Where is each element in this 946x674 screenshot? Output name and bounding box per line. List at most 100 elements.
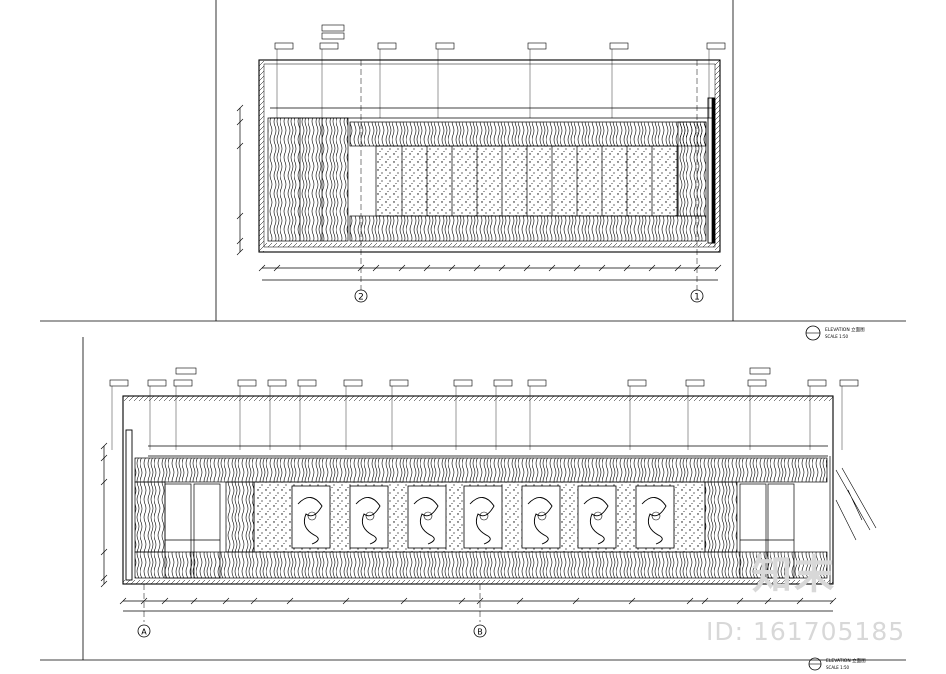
art-panel (407, 485, 447, 549)
dimension-tick (523, 264, 531, 272)
dimension-tick (623, 264, 631, 272)
art-panel (635, 485, 675, 549)
art-motif (479, 511, 489, 521)
art-panel (521, 485, 561, 549)
callout-tag (343, 379, 363, 387)
dimension-tick (648, 264, 656, 272)
dimension-tick (100, 574, 108, 582)
dimension-tick (736, 597, 744, 605)
dimension-tick (516, 597, 524, 605)
svg-text:A: A (141, 628, 147, 637)
dimension-tick (119, 597, 127, 605)
callout-tag (435, 42, 455, 50)
callout-tag (321, 32, 345, 40)
lower-title-block: ELEVATION 立面图 SCALE 1:50 (808, 657, 866, 671)
callout-tag (706, 42, 726, 50)
callout-tag (173, 379, 193, 387)
dimension-tick (448, 264, 456, 272)
svg-text:SCALE 1:50: SCALE 1:50 (825, 334, 849, 339)
svg-text:ELEVATION 立面图: ELEVATION 立面图 (826, 657, 866, 664)
upper-elevation (236, 24, 726, 290)
upper-axis-bubble-1: 1 (690, 289, 704, 303)
svg-text:2: 2 (358, 293, 364, 303)
dimension-tick (598, 264, 606, 272)
callout-tag (453, 379, 473, 387)
dimension-tick (273, 264, 281, 272)
dimension-tick (764, 597, 772, 605)
dimension-tick (400, 597, 408, 605)
dimension-tick (398, 264, 406, 272)
callout-tag (493, 379, 513, 387)
dimension-tick (498, 264, 506, 272)
callout-tag (685, 379, 705, 387)
callout-tag (109, 379, 129, 387)
lower-axis-bubble-b: B (473, 624, 487, 638)
dimension-tick (796, 597, 804, 605)
dimension-tick (250, 597, 258, 605)
dimension-tick (423, 264, 431, 272)
art-motif (413, 497, 439, 545)
callout-tag (747, 379, 767, 387)
dimension-tick (100, 442, 108, 450)
lower-callout-tags (109, 367, 859, 450)
upper-vertical-dimensions (236, 104, 244, 256)
callout-tag (749, 367, 771, 375)
dimension-tick (473, 264, 481, 272)
dimension-tick (829, 597, 837, 605)
callout-tag (175, 367, 197, 375)
dimension-tick (458, 597, 466, 605)
dimension-tick (476, 597, 484, 605)
upper-axis-bubble-2: 2 (354, 289, 368, 303)
svg-text:SCALE 1:50: SCALE 1:50 (826, 665, 850, 670)
upper-title-block: ELEVATION 立面图 SCALE 1:50 (805, 325, 865, 341)
svg-text:1: 1 (694, 293, 700, 303)
callout-tag (321, 24, 345, 32)
dimension-tick (258, 264, 266, 272)
dimension-tick (701, 597, 709, 605)
dimension-tick (161, 597, 169, 605)
art-motif (297, 497, 323, 545)
dimension-tick (573, 264, 581, 272)
lower-elevation (100, 367, 877, 622)
dimension-tick (100, 454, 108, 462)
dimension-tick (236, 212, 244, 220)
dimension-tick (190, 597, 198, 605)
svg-text:B: B (477, 628, 483, 637)
upper-horizontal-dimensions (258, 264, 722, 272)
art-panel (349, 485, 389, 549)
callout-tag (839, 379, 859, 387)
watermark-id: ID: 161705185 (706, 617, 906, 646)
upper-panel-dividers (401, 146, 678, 216)
dimension-tick (100, 478, 108, 486)
lower-vertical-dimensions (100, 442, 108, 588)
dimension-tick (342, 597, 350, 605)
dimension-tick (100, 580, 108, 588)
dimension-tick (236, 142, 244, 150)
dimension-tick (236, 118, 244, 126)
art-panel (291, 485, 331, 549)
dimension-tick (686, 597, 694, 605)
dimension-tick (372, 264, 380, 272)
dimension-tick (140, 597, 148, 605)
dimension-tick (714, 264, 722, 272)
lower-horizontal-dimensions (119, 597, 837, 605)
callout-tag (147, 379, 167, 387)
upper-callout-tags (274, 24, 726, 118)
art-motif (593, 511, 603, 521)
callout-tag (389, 379, 409, 387)
art-motif (365, 511, 375, 521)
dimension-tick (222, 597, 230, 605)
art-motif (355, 497, 381, 545)
lower-axis-bubble-a: A (137, 624, 151, 638)
art-motif (651, 511, 661, 521)
art-motif (423, 511, 433, 521)
dimension-tick (628, 597, 636, 605)
dimension-tick (236, 237, 244, 245)
svg-text:ELEVATION 立面图: ELEVATION 立面图 (825, 326, 865, 333)
art-panel (577, 485, 617, 549)
dimension-tick (572, 597, 580, 605)
art-motif (583, 497, 609, 545)
stair-detail (829, 456, 877, 584)
callout-tag (609, 42, 629, 50)
